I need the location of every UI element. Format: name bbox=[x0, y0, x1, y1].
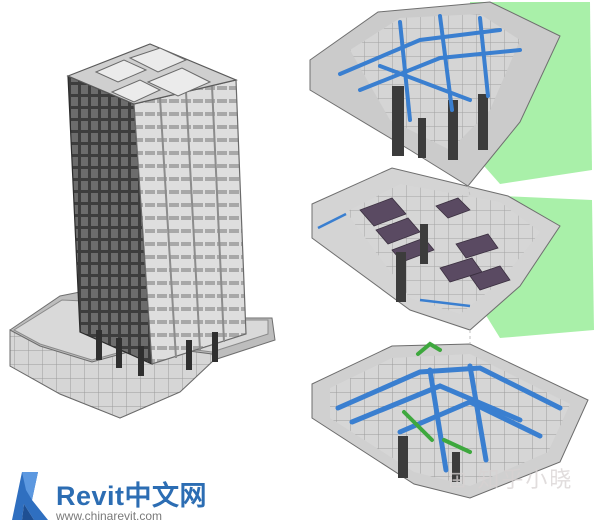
watermark-text: ⊞ 知乎小晓 bbox=[448, 468, 574, 493]
tower-right-facade bbox=[133, 79, 247, 365]
building-tower bbox=[9, 43, 276, 419]
furniture-blocks bbox=[359, 197, 511, 291]
lower-green-pipes bbox=[402, 341, 472, 454]
tower-mullions bbox=[159, 85, 225, 359]
roof-rooms bbox=[94, 47, 212, 103]
middle-core-walls bbox=[396, 224, 428, 302]
floor-plan-upper bbox=[309, 1, 592, 187]
ground-columns bbox=[96, 330, 218, 376]
lower-core-walls bbox=[398, 436, 460, 482]
floor-plan-middle bbox=[311, 167, 594, 338]
floor-connectors bbox=[467, 185, 471, 344]
revit-logo: Revit中文网 www.chinarevit.com bbox=[8, 466, 208, 526]
revit-r-icon bbox=[12, 472, 48, 520]
lower-ducts bbox=[335, 363, 563, 473]
middle-pipes bbox=[317, 212, 471, 308]
logo-name: Revit中文网 bbox=[56, 481, 208, 511]
upper-core-walls bbox=[392, 86, 488, 160]
logo-url: www.chinarevit.com bbox=[56, 509, 163, 523]
floor-plan-lower bbox=[311, 341, 589, 499]
upper-ducts bbox=[338, 14, 522, 122]
